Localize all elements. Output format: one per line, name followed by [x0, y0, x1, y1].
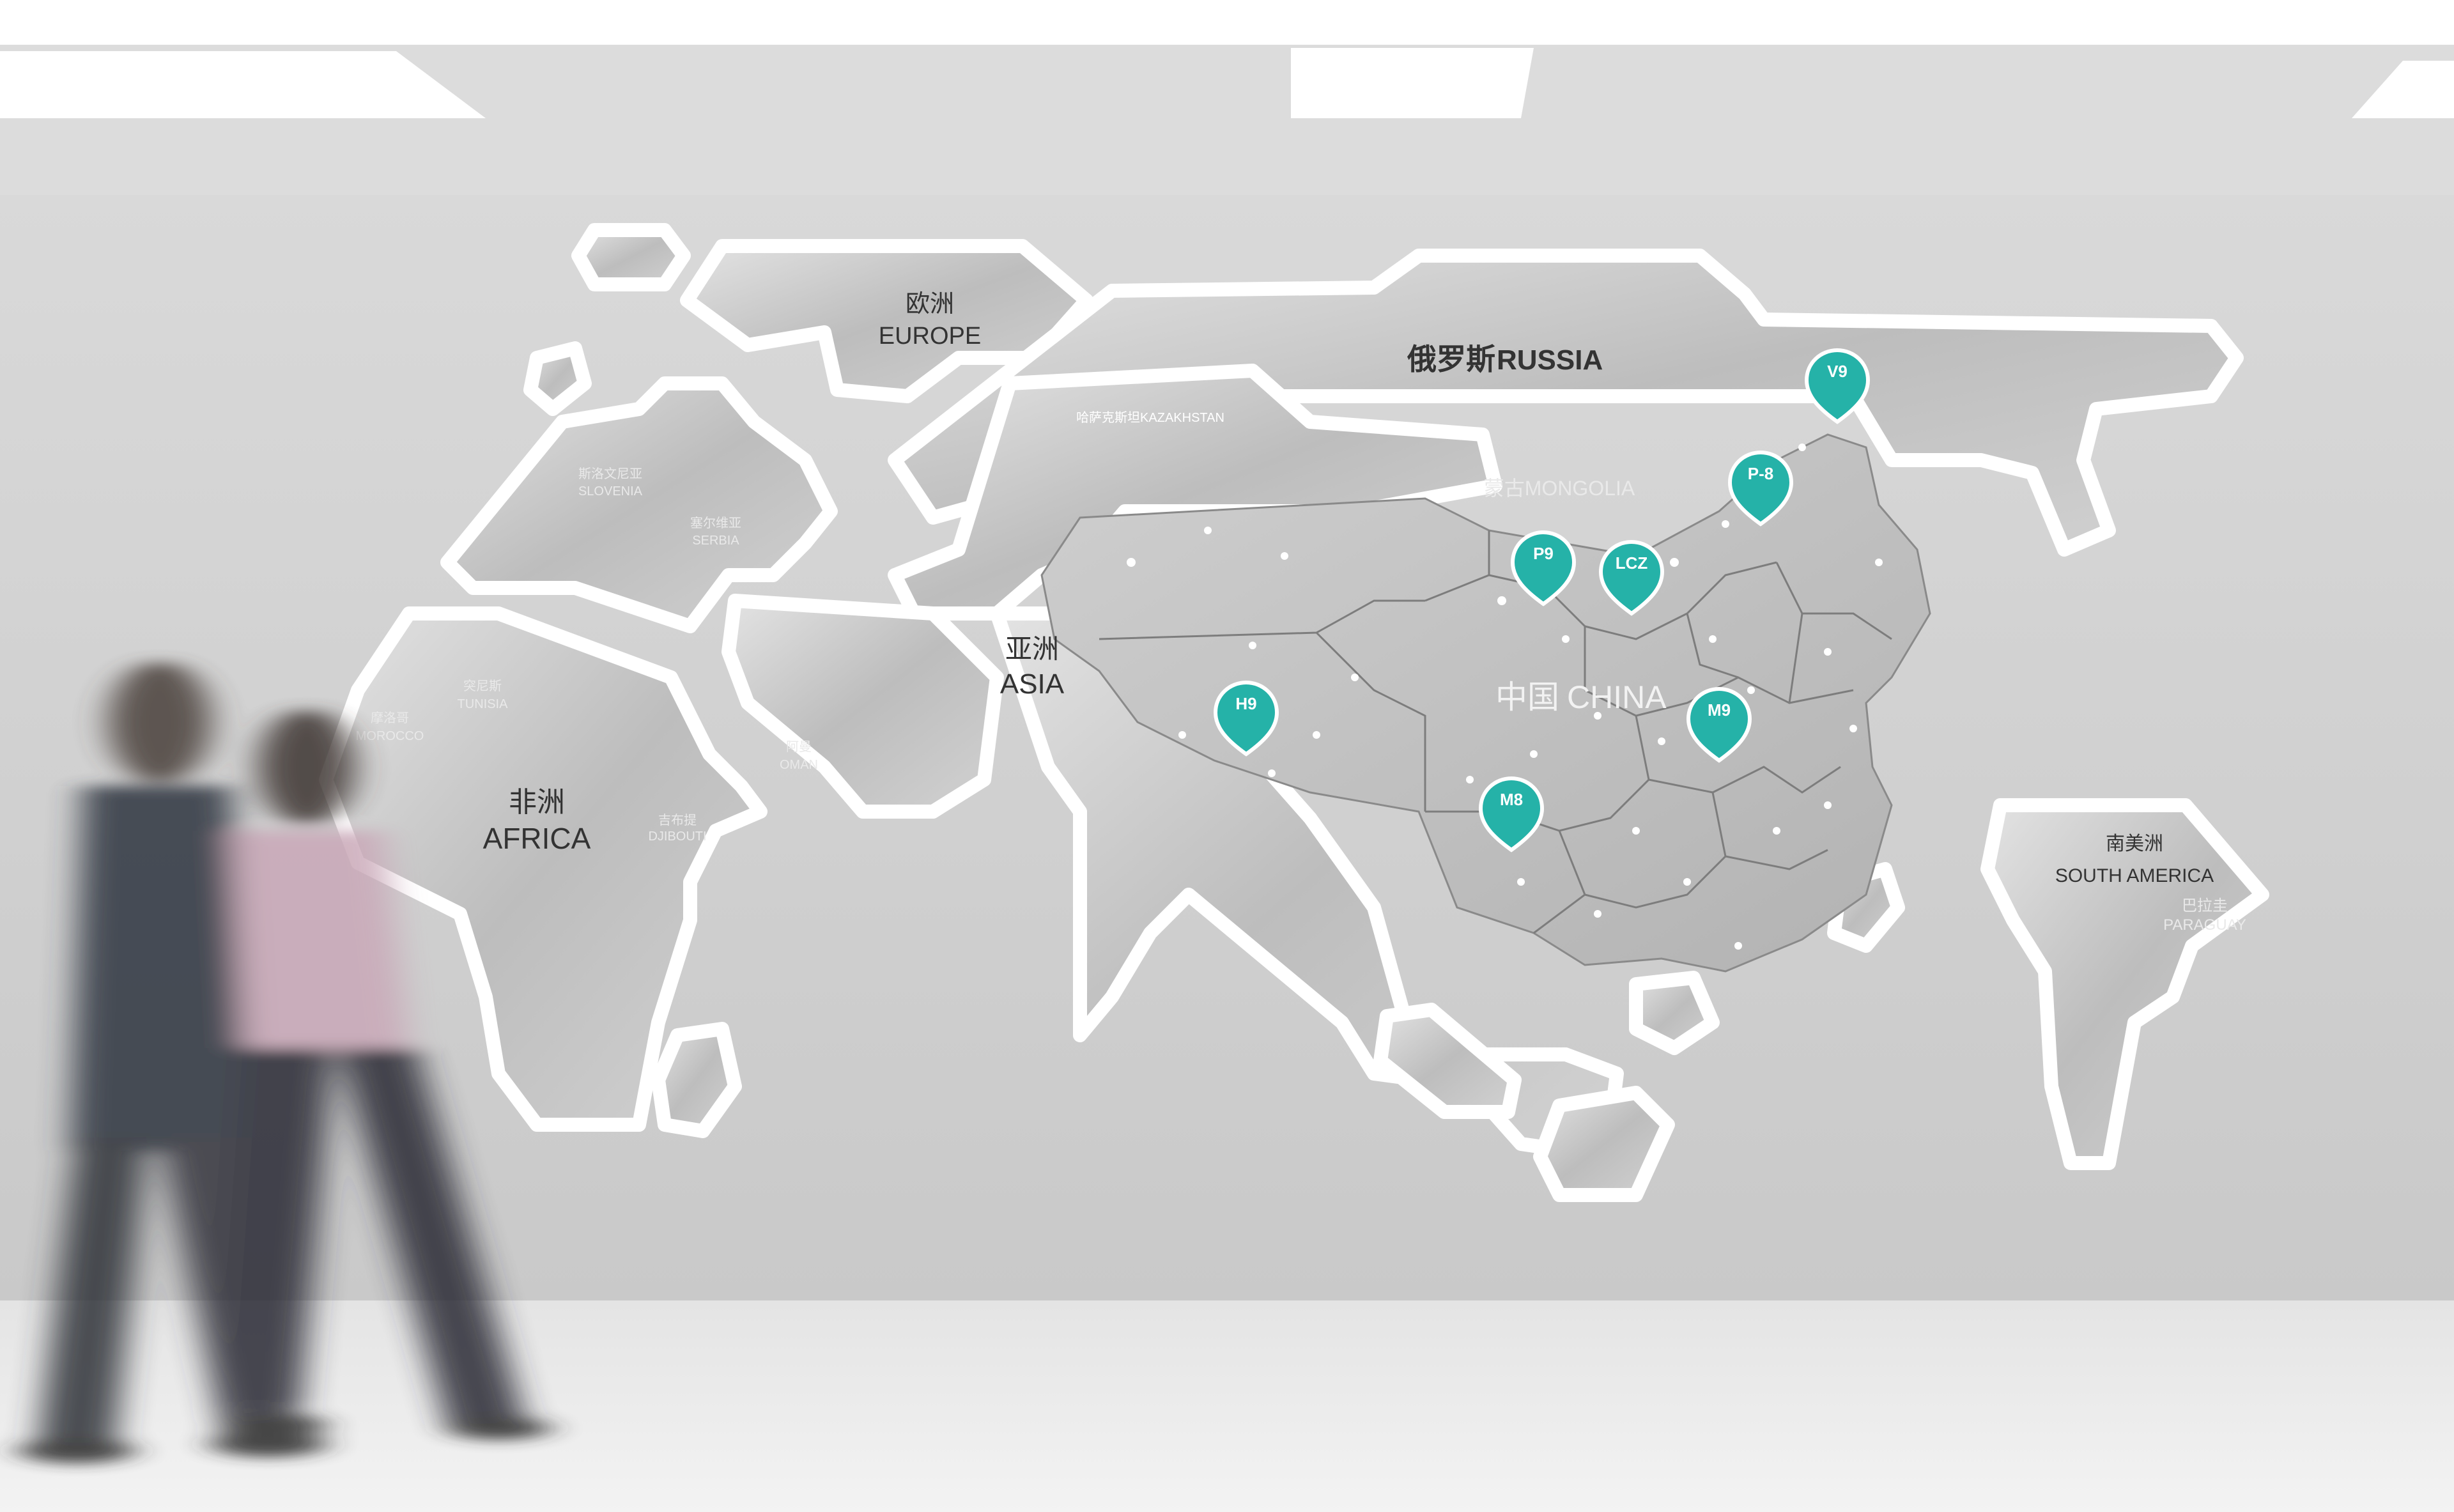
morocco-label-en: MOROCCO: [356, 729, 424, 743]
south-america-label-zh: 南美洲: [2106, 833, 2163, 854]
djibouti-label-zh: 吉布提: [658, 813, 697, 828]
asia-label-en: ASIA: [1000, 668, 1065, 700]
marker-p8: P-8: [1727, 450, 1794, 527]
marker-m8: M8: [1478, 776, 1545, 852]
marker-lcz: LCZ: [1598, 539, 1665, 616]
kazakhstan-label: 哈萨克斯坦KAZAKHSTAN: [1076, 410, 1224, 425]
oman-label-zh: 阿曼: [786, 739, 812, 754]
ceiling-light-left: [0, 51, 486, 118]
sea-island-3: [1629, 971, 1720, 1055]
tunisia-label-en: TUNISIA: [458, 697, 509, 711]
floor: [0, 1300, 2454, 1512]
serbia-label-zh: 塞尔维亚: [690, 516, 741, 530]
sea-island-1: [1373, 1003, 1522, 1119]
uk-panel: [523, 341, 592, 416]
south-america-label-en: SOUTH AMERICA: [2055, 865, 2214, 886]
marker-v9: V9: [1804, 348, 1871, 424]
china-label-zh: 中国: [1495, 679, 1559, 715]
slovenia-label-zh: 斯洛文尼亚: [578, 467, 642, 481]
paraguay-label-en: PARAGUAY: [2163, 916, 2246, 934]
sea-island-2: [1533, 1086, 1675, 1202]
marker-m9: M9: [1686, 686, 1752, 763]
blurred-pedestrians: [19, 661, 550, 1463]
africa-label-en: AFRICA: [483, 822, 591, 855]
europe-south-panel: [440, 376, 838, 633]
marker-p8-code: P-8: [1748, 464, 1773, 483]
country-labels: 蒙古MONGOLIA 哈萨克斯坦KAZAKHSTAN 斯洛文尼亚 SLOVENI…: [356, 410, 2246, 934]
africa-label-zh: 非洲: [509, 787, 565, 818]
europe-label-en: EUROPE: [879, 323, 981, 350]
marker-m9-code: M9: [1708, 700, 1731, 720]
russia-label-zh: 俄罗斯: [1407, 343, 1495, 376]
marker-v9-code: V9: [1827, 362, 1848, 381]
russia-label-en: RUSSIA: [1497, 344, 1603, 376]
marker-h9: H9: [1213, 680, 1279, 757]
location-markers: V9 P-8 P9 LCZ H9 M9 M8: [1213, 348, 1871, 852]
marker-h9-code: H9: [1235, 694, 1256, 713]
continent-labels: 欧洲 EUROPE 俄罗斯 RUSSIA 亚洲 ASIA 中国 CHINA 非洲…: [483, 291, 2214, 886]
ceiling-light-right: [2352, 61, 2454, 118]
oman-label-en: OMAN: [780, 758, 818, 772]
south-america-panel: [1980, 798, 2269, 1170]
asia-label-zh: 亚洲: [1005, 634, 1059, 664]
ceiling-light-center: [1291, 48, 1534, 118]
europe-label-zh: 欧洲: [906, 291, 954, 318]
world-map: [319, 223, 2269, 1202]
china-label-en: CHINA: [1567, 679, 1667, 715]
slovenia-label-en: SLOVENIA: [578, 484, 643, 498]
iceland-panel: [571, 223, 691, 291]
djibouti-label-en: DJIBOUTI: [648, 829, 706, 844]
morocco-label-zh: 摩洛哥: [371, 711, 409, 725]
marker-lcz-code: LCZ: [1616, 553, 1648, 573]
marker-m8-code: M8: [1500, 790, 1523, 809]
marker-p9-code: P9: [1533, 544, 1554, 563]
mongolia-label: 蒙古MONGOLIA: [1484, 477, 1635, 500]
tunisia-label-zh: 突尼斯: [463, 679, 502, 693]
paraguay-label-zh: 巴拉圭: [2182, 897, 2228, 914]
europe-panel: [680, 239, 1093, 403]
serbia-label-en: SERBIA: [692, 534, 739, 548]
middle-east-panel: [722, 594, 1004, 819]
madagascar-panel: [651, 1022, 742, 1138]
marker-p9: P9: [1510, 530, 1577, 606]
